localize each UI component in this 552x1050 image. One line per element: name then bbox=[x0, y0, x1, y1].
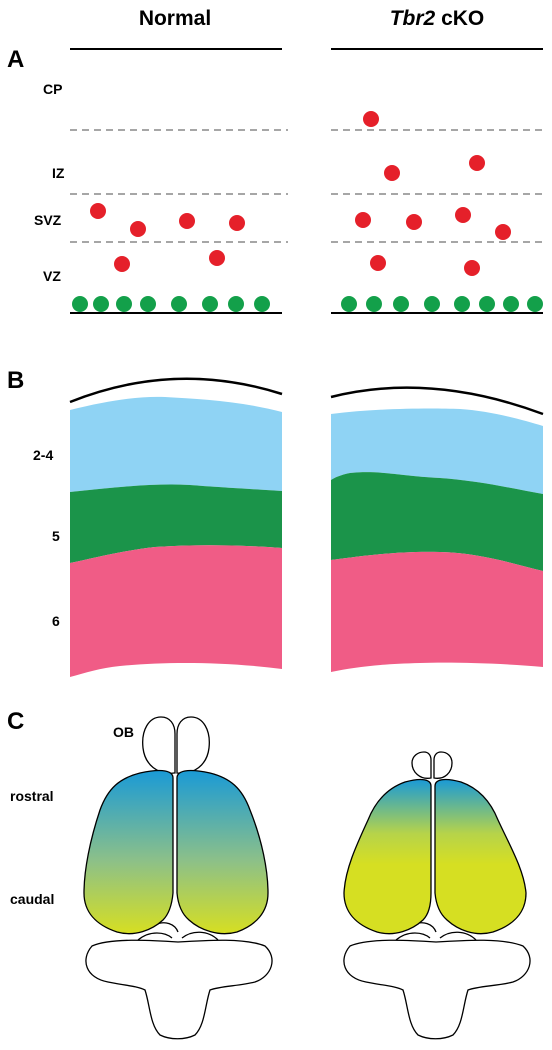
red-cell bbox=[355, 212, 371, 228]
panel-c: OB rostral caudal bbox=[10, 716, 531, 1040]
label-ob: OB bbox=[113, 724, 134, 740]
green-cell bbox=[503, 296, 519, 312]
layer-label-2-4: 2-4 bbox=[33, 447, 53, 463]
cerebellum-cko bbox=[343, 939, 531, 1040]
green-cell bbox=[228, 296, 244, 312]
red-cell bbox=[384, 165, 400, 181]
midbrain-fold-left-normal bbox=[137, 932, 173, 941]
layer-5-normal bbox=[70, 484, 282, 563]
olfactory-bulb-right-cko bbox=[433, 751, 453, 779]
green-cell bbox=[202, 296, 218, 312]
red-cell bbox=[114, 256, 130, 272]
zone-label-vz: VZ bbox=[43, 268, 61, 284]
panel-a: CP IZ SVZ VZ bbox=[34, 48, 546, 314]
red-cells-normal bbox=[90, 203, 245, 272]
layer-6-normal bbox=[70, 545, 282, 677]
green-cell bbox=[254, 296, 270, 312]
green-cell bbox=[479, 296, 495, 312]
cerebellum-normal bbox=[85, 939, 273, 1040]
hemisphere-right-normal bbox=[176, 769, 269, 935]
red-cell bbox=[209, 250, 225, 266]
midbrain-fold-right-cko bbox=[439, 931, 477, 941]
green-cells-cko bbox=[341, 296, 543, 312]
panel-letter-a: A bbox=[7, 46, 24, 73]
red-cell bbox=[130, 221, 146, 237]
pial-surface-cko bbox=[330, 386, 544, 416]
green-cell bbox=[93, 296, 109, 312]
cko-gene-name: Tbr2 bbox=[390, 7, 436, 30]
layer-label-5: 5 bbox=[52, 528, 60, 544]
red-cell bbox=[495, 224, 511, 240]
red-cell bbox=[229, 215, 245, 231]
green-cell bbox=[393, 296, 409, 312]
brain-cko bbox=[343, 751, 531, 1040]
red-cell bbox=[363, 111, 379, 127]
midbrain-fold-right-normal bbox=[181, 931, 219, 941]
green-cell bbox=[171, 296, 187, 312]
label-caudal: caudal bbox=[10, 891, 54, 907]
green-cell bbox=[140, 296, 156, 312]
panel-b: 2-4 5 6 bbox=[33, 377, 544, 677]
green-cell bbox=[366, 296, 382, 312]
red-cell bbox=[464, 260, 480, 276]
green-cell bbox=[116, 296, 132, 312]
green-cell bbox=[454, 296, 470, 312]
green-cell bbox=[341, 296, 357, 312]
hemisphere-right-cko bbox=[434, 778, 527, 935]
zone-label-iz: IZ bbox=[52, 165, 65, 181]
layer-5-cko bbox=[331, 472, 543, 571]
column-title-normal: Normal bbox=[139, 7, 211, 30]
green-cell bbox=[527, 296, 543, 312]
green-cell bbox=[72, 296, 88, 312]
cko-suffix: cKO bbox=[435, 7, 484, 30]
hemisphere-left-cko bbox=[343, 778, 432, 935]
olfactory-bulb-left-normal bbox=[142, 716, 176, 774]
red-cell bbox=[179, 213, 195, 229]
red-cells-cko bbox=[355, 111, 511, 276]
red-cell bbox=[469, 155, 485, 171]
panel-letter-c: C bbox=[7, 708, 24, 735]
midbrain-fold-left-cko bbox=[395, 932, 431, 941]
olfactory-bulb-left-cko bbox=[411, 751, 432, 779]
zone-label-svz: SVZ bbox=[34, 212, 62, 228]
olfactory-bulb-right-normal bbox=[176, 716, 210, 774]
zone-boundaries bbox=[70, 129, 546, 243]
zone-label-cp: CP bbox=[43, 81, 62, 97]
red-cell bbox=[406, 214, 422, 230]
column-title-cko: Tbr2 cKO bbox=[390, 7, 485, 30]
layer-label-6: 6 bbox=[52, 613, 60, 629]
red-cell bbox=[455, 207, 471, 223]
hemisphere-left-normal bbox=[83, 769, 174, 935]
green-cells-normal bbox=[72, 296, 270, 312]
red-cell bbox=[370, 255, 386, 271]
layer-6-cko bbox=[331, 551, 543, 672]
brain-normal bbox=[83, 716, 273, 1040]
panel-letter-b: B bbox=[7, 367, 24, 394]
red-cell bbox=[90, 203, 106, 219]
layer-2-4-normal bbox=[70, 396, 282, 492]
label-rostral: rostral bbox=[10, 788, 54, 804]
green-cell bbox=[424, 296, 440, 312]
pial-surface-normal bbox=[69, 377, 283, 404]
layer-2-4-cko bbox=[331, 408, 543, 494]
